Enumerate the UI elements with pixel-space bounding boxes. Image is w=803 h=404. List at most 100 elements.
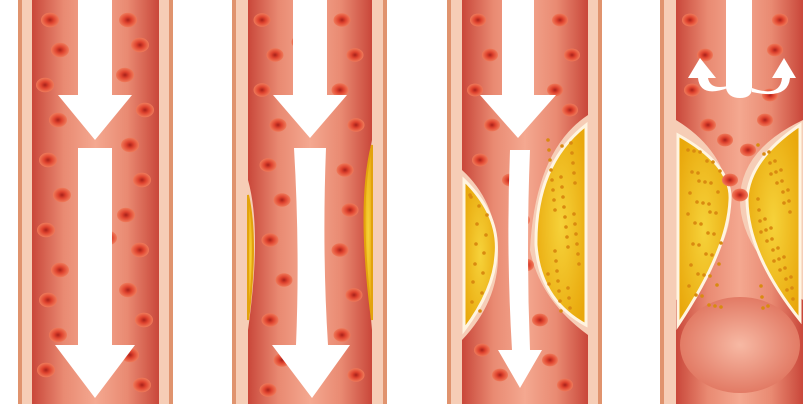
lipid-dot: [777, 257, 781, 261]
blood-cell: [740, 144, 756, 157]
blood-cell: [117, 208, 135, 222]
blood-cell: [484, 119, 500, 132]
blood-cell: [51, 263, 69, 277]
lipid-dot: [714, 211, 718, 215]
blood-cell: [254, 83, 271, 97]
lipid-dot: [702, 273, 706, 277]
narrowed-artery-panel: [447, 0, 602, 404]
blocked-artery-panel: [660, 0, 803, 404]
lipid-dot: [774, 170, 778, 174]
lipid-dot: [700, 294, 704, 298]
blood-cell: [262, 313, 279, 327]
lipid-dot: [694, 293, 698, 297]
lipid-dot: [765, 239, 769, 243]
lipid-dot: [567, 296, 571, 300]
blood-cell: [116, 68, 134, 82]
lipid-dot: [783, 266, 787, 270]
lipid-dot: [759, 284, 763, 288]
blood-cell: [732, 189, 748, 202]
lipid-dot: [769, 226, 773, 230]
lipid-dot: [556, 279, 560, 283]
lipid-dot: [711, 160, 715, 164]
lipid-dot: [782, 255, 786, 259]
lipid-dot: [697, 179, 701, 183]
blood-cell: [334, 13, 351, 27]
lipid-dot: [708, 210, 712, 214]
blood-cell: [260, 158, 277, 172]
blood-cell: [39, 153, 57, 167]
lipid-dot: [569, 141, 573, 145]
blood-cell: [133, 378, 151, 392]
blood-cell: [36, 78, 54, 92]
lipid-dot: [546, 138, 550, 142]
lipid-dot: [775, 181, 779, 185]
blood-cell: [119, 13, 137, 27]
lipid-dot: [709, 181, 713, 185]
lipid-dot: [789, 275, 793, 279]
lipid-dot: [572, 171, 576, 175]
lipid-dot: [695, 200, 699, 204]
blood-cell: [337, 163, 354, 177]
lipid-dot: [689, 263, 693, 267]
lipid-dot: [788, 210, 792, 214]
lipid-dot: [785, 288, 789, 292]
lipid-dot: [574, 232, 578, 236]
lipid-dot: [707, 303, 711, 307]
blood-cell: [684, 84, 700, 97]
lipid-dot: [576, 252, 580, 256]
lipid-dot: [573, 222, 577, 226]
lipid-dot: [766, 304, 770, 308]
lipid-dot: [692, 149, 696, 153]
lipid-dot: [756, 197, 760, 201]
vessel-wall-line-left: [447, 0, 451, 404]
lipid-dot: [693, 221, 697, 225]
blood-cell: [334, 328, 351, 342]
lipid-dot: [719, 241, 723, 245]
blood-cell: [254, 13, 271, 27]
lipid-dot: [759, 230, 763, 234]
lipid-dot: [475, 222, 479, 226]
lipid-dot: [760, 295, 764, 299]
lipid-dot: [757, 208, 761, 212]
lipid-dot: [469, 195, 473, 199]
blood-cell: [717, 134, 733, 147]
lipid-dot: [473, 262, 477, 266]
lipid-dot: [555, 269, 559, 273]
lipid-dot: [559, 175, 563, 179]
blood-cell: [39, 293, 57, 307]
lipid-dot: [686, 212, 690, 216]
lipid-dot: [786, 188, 790, 192]
lipid-dot: [771, 248, 775, 252]
lipid-dot: [691, 242, 695, 246]
lipid-dot: [708, 274, 712, 278]
lipid-dot: [690, 170, 694, 174]
lipid-dot: [703, 180, 707, 184]
lipid-dot: [764, 228, 768, 232]
lipid-dot: [784, 277, 788, 281]
lipid-dot: [698, 150, 702, 154]
blood-cell: [262, 233, 279, 247]
lipid-dot: [756, 143, 760, 147]
lipid-dot: [566, 245, 570, 249]
lipid-dot: [563, 215, 567, 219]
lipid-dot: [773, 159, 777, 163]
lipid-dot: [570, 151, 574, 155]
lipid-dot: [704, 252, 708, 256]
lipid-dot: [768, 161, 772, 165]
lipid-dot: [782, 201, 786, 205]
blood-cell: [49, 328, 67, 342]
blood-cell: [135, 313, 153, 327]
vessel-wall-line-right: [169, 0, 173, 404]
lipid-dot: [706, 231, 710, 235]
lipid-dot: [553, 208, 557, 212]
lipid-dot: [707, 202, 711, 206]
lipid-dot: [716, 190, 720, 194]
lipid-dot: [575, 242, 579, 246]
lipid-dot: [772, 259, 776, 263]
lipid-dot: [770, 237, 774, 241]
blood-cell: [542, 354, 558, 367]
blood-cell: [332, 243, 349, 257]
blood-cell: [37, 223, 55, 237]
